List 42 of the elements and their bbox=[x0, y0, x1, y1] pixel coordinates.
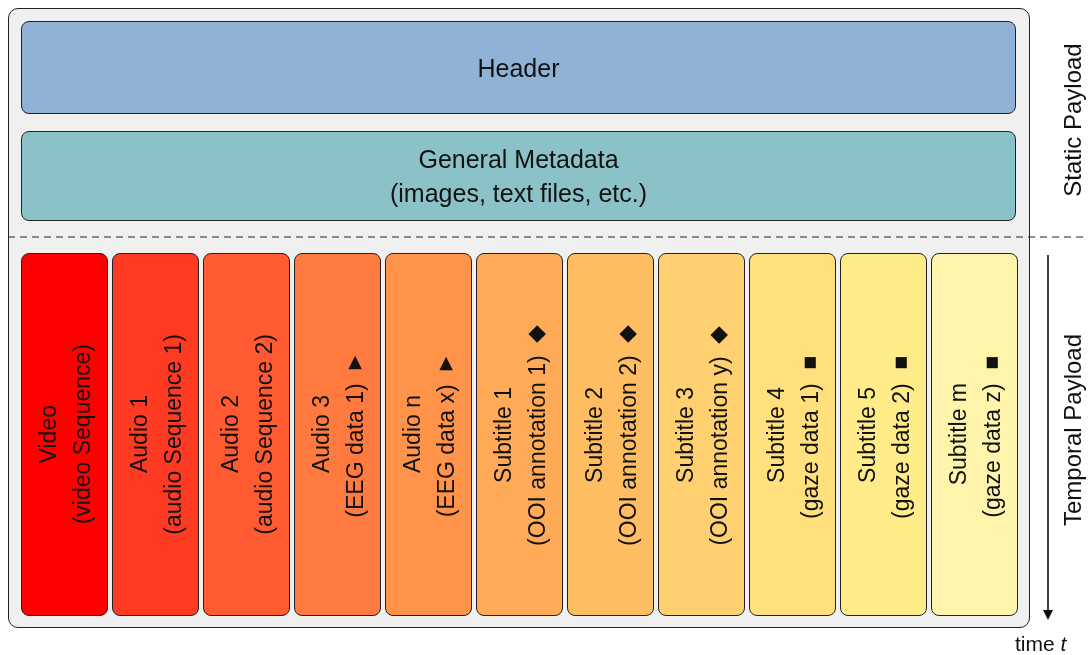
box-title: General Metadata bbox=[418, 144, 619, 175]
box-subtitle: (gaze data 2) ■ bbox=[886, 350, 915, 519]
track-box bbox=[294, 253, 381, 616]
box-title: Subtitle 3 bbox=[670, 386, 699, 483]
box-subtitle: (gaze data 1) ■ bbox=[795, 350, 824, 519]
section-label: Static Payload bbox=[1059, 43, 1087, 197]
box-subtitle: (audio Sequence 2) bbox=[249, 334, 278, 535]
box-subtitle: (EEG data 1) ▼ bbox=[340, 351, 369, 518]
header-box bbox=[21, 21, 1016, 114]
box-title: Subtitle 4 bbox=[761, 386, 790, 483]
box-subtitle: (EEG data x) ▼ bbox=[431, 351, 460, 518]
track-box bbox=[203, 253, 290, 616]
box-subtitle: (OOI annotation 1) ◆ bbox=[522, 323, 551, 546]
track-box bbox=[21, 253, 108, 616]
box-title: Audio 1 bbox=[124, 395, 153, 474]
metadata-box bbox=[21, 131, 1016, 221]
box-title: Video bbox=[33, 405, 62, 464]
container-box bbox=[8, 8, 1030, 628]
box-subtitle: (OOI annotation y) ◆ bbox=[704, 323, 733, 546]
box-subtitle: (audio Sequence 1) bbox=[158, 334, 187, 535]
box-subtitle: (gaze data z) ■ bbox=[977, 351, 1006, 518]
track-box bbox=[749, 253, 836, 616]
box-title: Audio 2 bbox=[215, 395, 244, 474]
box-title: Audio 3 bbox=[306, 395, 335, 474]
box-title: Subtitle 5 bbox=[852, 386, 881, 483]
track-box bbox=[658, 253, 745, 616]
box-title: Subtitle 2 bbox=[579, 386, 608, 483]
section-label: Temporal Payload bbox=[1059, 333, 1087, 527]
track-box bbox=[840, 253, 927, 616]
axis-label: time t bbox=[1015, 632, 1067, 655]
box-title: Audio n bbox=[397, 395, 426, 474]
box-subtitle: (images, text files, etc.) bbox=[390, 178, 647, 209]
track-box bbox=[112, 253, 199, 616]
box-title: Header bbox=[477, 52, 560, 84]
track-box bbox=[385, 253, 472, 616]
box-subtitle: (video Sequence) bbox=[67, 344, 96, 525]
track-box bbox=[931, 253, 1018, 616]
track-box bbox=[476, 253, 563, 616]
track-box bbox=[567, 253, 654, 616]
box-title: Subtitle m bbox=[943, 383, 972, 486]
box-subtitle: (OOI annotation 2) ◆ bbox=[613, 323, 642, 546]
box-title: Subtitle 1 bbox=[488, 386, 517, 483]
